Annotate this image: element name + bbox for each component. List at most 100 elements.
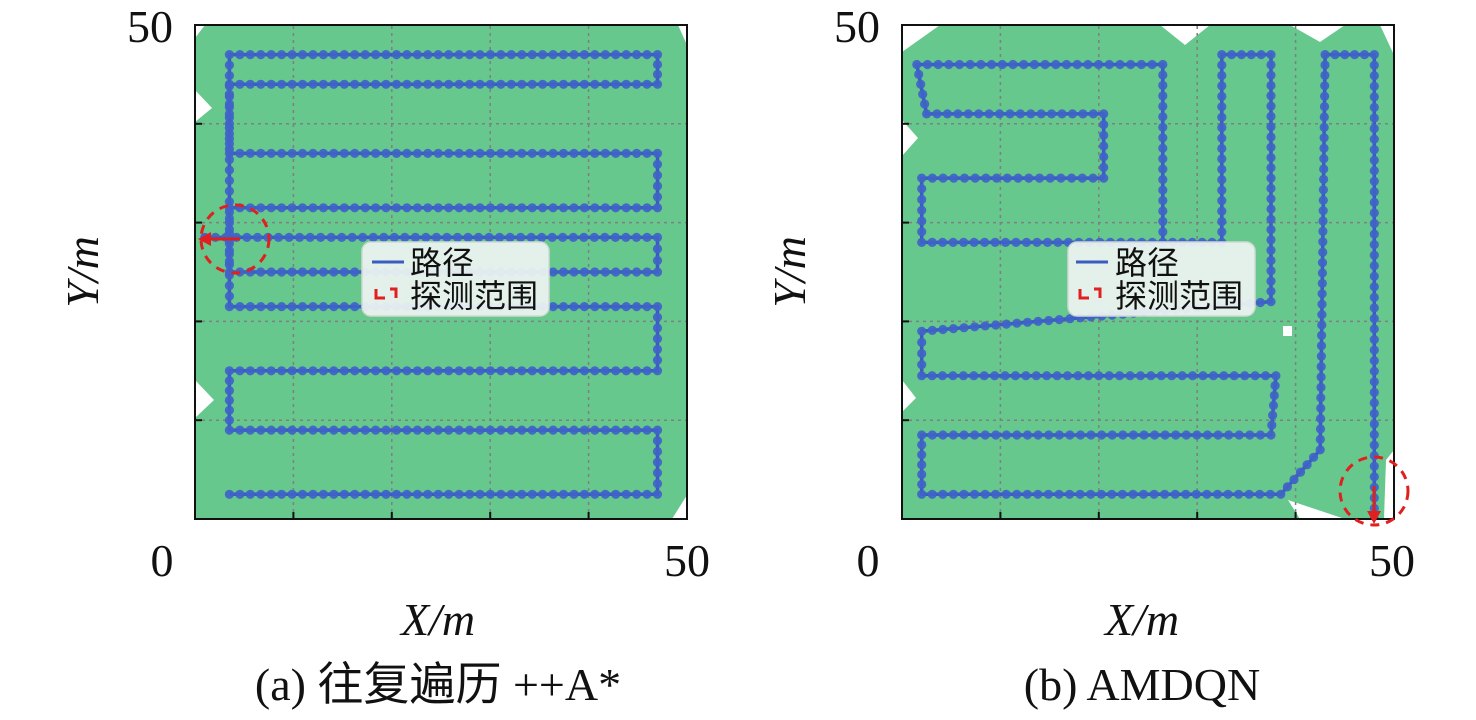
panel-a-path-point bbox=[391, 489, 402, 499]
panel-a-path-point bbox=[632, 302, 642, 312]
panel-b-x-tick-label-max: 50 bbox=[1369, 535, 1415, 586]
panel-b-path-point bbox=[959, 173, 970, 183]
panel-b-sensing-range-circle bbox=[1338, 455, 1410, 527]
panel-a-path-point bbox=[339, 366, 349, 376]
panel-b-path-point bbox=[1268, 410, 1278, 420]
panel-b-path-point bbox=[917, 205, 927, 215]
panel-a-path-point bbox=[235, 148, 245, 158]
panel-a-path-point bbox=[235, 489, 245, 499]
panel-b-path-point bbox=[1217, 206, 1227, 216]
panel-b-y-axis-label: Y/m bbox=[764, 236, 815, 308]
panel-a-path-point bbox=[496, 366, 506, 376]
panel-a-path-point bbox=[600, 79, 610, 89]
panel-a-path-point bbox=[412, 425, 422, 435]
panel-a-path-point bbox=[277, 79, 287, 89]
panel-b-path-point bbox=[1266, 245, 1276, 255]
panel-a-path-point bbox=[245, 425, 255, 435]
panel-b-path-point bbox=[1042, 371, 1052, 381]
panel-b-path-point bbox=[917, 216, 927, 226]
panel-b-path-point bbox=[1138, 489, 1149, 499]
panel-b-path-point bbox=[1320, 91, 1330, 101]
panel-a-path-point bbox=[506, 489, 516, 499]
panel-a-path-point bbox=[652, 69, 663, 79]
panel-a-path-point bbox=[256, 366, 266, 376]
panel-a-path-point bbox=[590, 50, 600, 60]
panel-b-path-point bbox=[1266, 183, 1276, 193]
panel-a-path-point bbox=[631, 232, 642, 242]
panel-b-path-point bbox=[1202, 430, 1213, 440]
panel-b-path-point bbox=[917, 440, 927, 450]
panel-a-path-point bbox=[402, 366, 412, 376]
panel-b-path-point bbox=[927, 371, 937, 381]
panel-a-path-point bbox=[652, 244, 663, 254]
panel-b-path-point bbox=[1315, 445, 1325, 455]
panel-b-path-point bbox=[1033, 489, 1043, 499]
panel-b-path-point bbox=[1217, 164, 1227, 174]
panel-a-path-point bbox=[590, 267, 600, 277]
panel-a-path-point bbox=[433, 489, 443, 499]
panel-a-path-point bbox=[329, 79, 339, 89]
panel-a-path-point bbox=[433, 148, 443, 158]
panel-b-path-point bbox=[1266, 204, 1276, 214]
panel-b-path-point bbox=[1021, 371, 1031, 381]
panel-b-path-point bbox=[1047, 109, 1057, 119]
panel-a-path-point bbox=[412, 50, 422, 60]
panel-b-path-point bbox=[959, 430, 969, 440]
panel-a-path-point bbox=[590, 203, 600, 213]
panel-a-path-point bbox=[527, 79, 537, 89]
panel-a-path-point bbox=[224, 395, 234, 405]
panel-b-path-point bbox=[1369, 303, 1379, 313]
panel-a-path-point bbox=[475, 148, 485, 158]
panel-a-path-point bbox=[548, 302, 558, 312]
panel-b-path-point bbox=[1011, 237, 1021, 247]
panel-b-path-point bbox=[1316, 403, 1326, 413]
panel-a-path-point bbox=[652, 59, 663, 70]
panel-a-path-point bbox=[496, 148, 506, 158]
panel-a-path-point bbox=[496, 425, 506, 435]
panel-b-path-point bbox=[1198, 371, 1208, 381]
panel-a-path-point bbox=[465, 203, 475, 213]
panel-b-path-point bbox=[1266, 60, 1276, 70]
panel-b-path-point bbox=[1177, 371, 1187, 381]
panel-a-path-point bbox=[632, 79, 642, 89]
panel-b-path-point bbox=[1056, 173, 1066, 183]
panel-b-path-point bbox=[1158, 80, 1168, 90]
panel-a-uncovered-patch bbox=[195, 380, 214, 418]
panel-b-uncovered-patch bbox=[1384, 450, 1394, 519]
panel-b-path-point bbox=[1369, 271, 1379, 281]
panel-b-path-point bbox=[1340, 50, 1350, 60]
panel-a-path-point bbox=[600, 302, 610, 312]
panel-b-path-point bbox=[997, 59, 1007, 70]
panel-a-path-point bbox=[350, 79, 360, 89]
panel-a-path-point bbox=[402, 79, 412, 89]
panel-a-path-point bbox=[277, 366, 287, 376]
panel-a-path-point bbox=[224, 213, 234, 224]
panel-a-path-point bbox=[527, 366, 537, 376]
panel-b-path-point bbox=[1217, 102, 1227, 112]
panel-b-path-point bbox=[948, 489, 959, 499]
panel-a-path-point bbox=[224, 79, 234, 89]
panel-b-path-point bbox=[1158, 133, 1168, 143]
panel-a-path-point bbox=[433, 366, 443, 376]
panel-b-path-point bbox=[1319, 122, 1329, 132]
panel-a-path-point bbox=[526, 232, 536, 242]
panel-a-path-point bbox=[297, 302, 308, 312]
panel-a-path-point bbox=[517, 50, 527, 60]
panel-a-x-tick-label-min: 0 bbox=[151, 535, 174, 586]
panel-b-path-point bbox=[1099, 120, 1109, 130]
panel-a-path-point bbox=[297, 50, 308, 60]
panel-a-path-point bbox=[235, 50, 245, 60]
panel-b-path-point bbox=[1167, 371, 1177, 381]
panel-a-path-point bbox=[611, 148, 621, 158]
panel-a-path-point bbox=[579, 203, 590, 213]
panel-b-path-point bbox=[1188, 371, 1198, 381]
panel-b-axis-ticks bbox=[902, 122, 1297, 519]
panel-b-path-point bbox=[927, 237, 937, 247]
panel-b-path-point bbox=[1073, 371, 1083, 381]
panel-b-path-point bbox=[1217, 143, 1227, 154]
panel-a-path-point bbox=[308, 267, 318, 277]
panel-a-path-point bbox=[224, 489, 234, 499]
panel-a-path-point bbox=[611, 50, 621, 60]
panel-b-path-point bbox=[916, 79, 926, 89]
panel-b-path-point bbox=[1319, 154, 1329, 164]
